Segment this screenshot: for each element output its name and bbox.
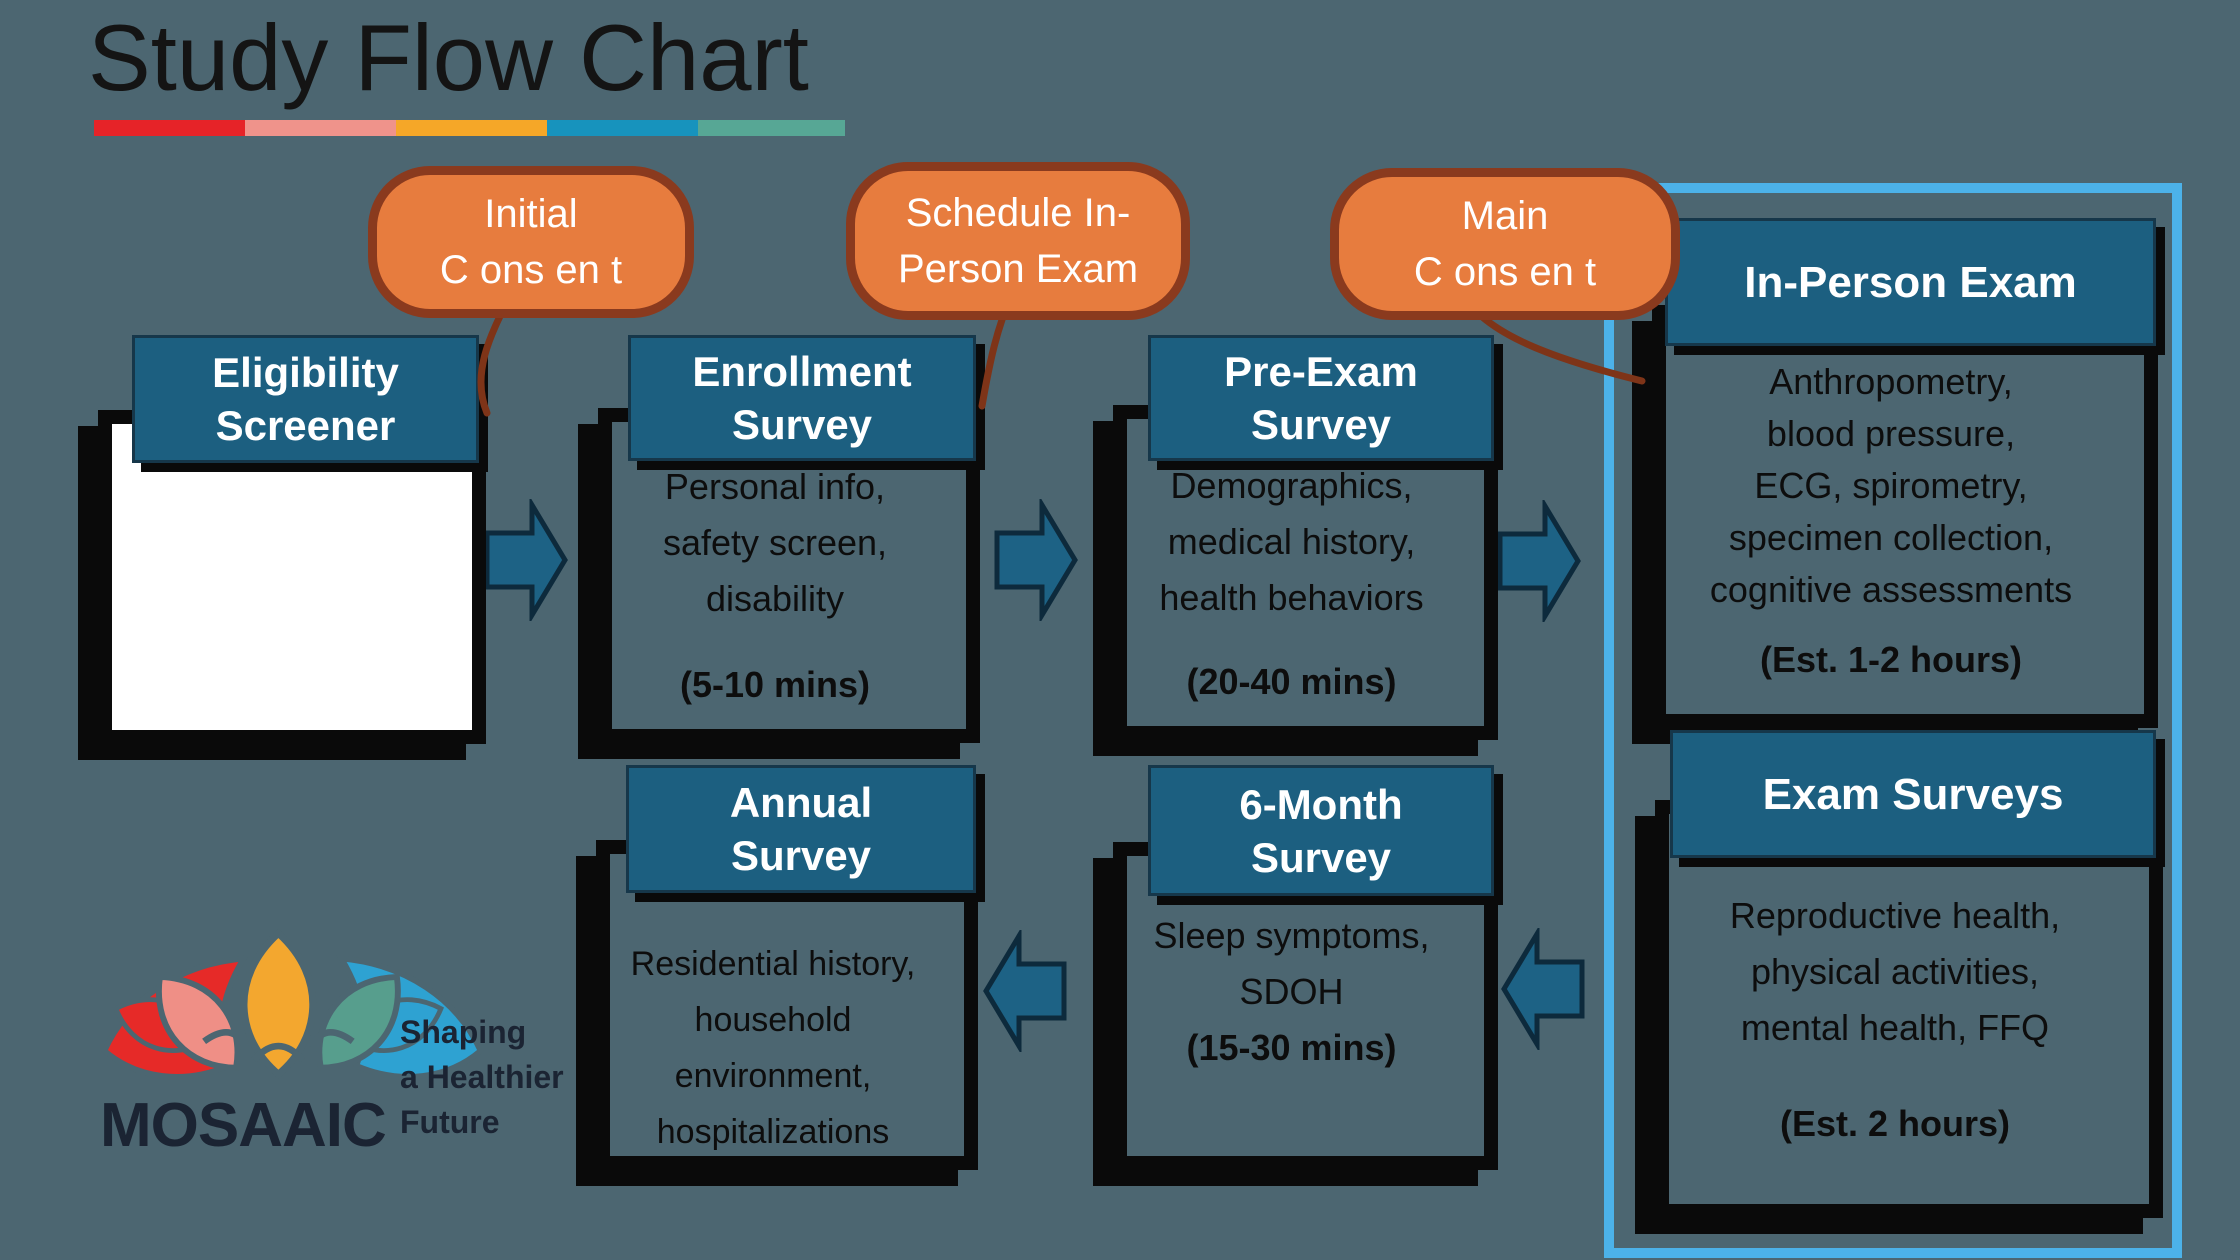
arrow-left-shape bbox=[983, 930, 1067, 1052]
bubble-line: Main bbox=[1461, 194, 1549, 238]
exam-visit-group-border bbox=[1604, 183, 2182, 1258]
node-content-in-person-exam: Anthropometry, blood pressure, ECG, spir… bbox=[1652, 345, 2130, 697]
duration-label: (Est. 1-2 hours) bbox=[1759, 639, 2023, 680]
node-content-annual: Residential history, household environme… bbox=[596, 890, 950, 1186]
duration-label: (20-40 mins) bbox=[1186, 661, 1397, 702]
arrow-left-shape bbox=[1501, 928, 1585, 1050]
header-line: Survey bbox=[730, 832, 872, 879]
flow-node-annual-survey: Annual Survey bbox=[626, 765, 976, 893]
logo-tagline-line: Future bbox=[400, 1104, 500, 1140]
body-line: Anthropometry, bbox=[1769, 361, 2013, 402]
header-line: Eligibility bbox=[212, 349, 399, 396]
header-line: Enrollment bbox=[692, 348, 912, 395]
logo-tagline-line: Shaping bbox=[400, 1014, 527, 1050]
speech-bubble-schedule-exam: Schedule In- Person Exam bbox=[846, 162, 1190, 320]
body-line: health behaviors bbox=[1159, 577, 1424, 618]
flow-node-six-month-survey: 6-Month Survey bbox=[1148, 765, 1494, 896]
lotus-notch bbox=[202, 1029, 249, 1049]
title-underline-segment-orange bbox=[396, 120, 547, 136]
body-line: household bbox=[694, 1001, 852, 1039]
title-underline-segment-red bbox=[94, 120, 245, 136]
title-underline-segment-teal bbox=[698, 120, 845, 136]
header-line: In-Person Exam bbox=[1744, 257, 2077, 307]
body-line: environment, bbox=[674, 1057, 872, 1095]
body-line: Sleep symptoms, bbox=[1153, 915, 1430, 956]
duration-label: (5-10 mins) bbox=[679, 664, 871, 705]
header-line: Annual bbox=[729, 779, 873, 826]
body-line: SDOH bbox=[1239, 971, 1344, 1012]
lotus-notch bbox=[251, 1042, 306, 1063]
bubble-line: C ons en t bbox=[439, 248, 623, 292]
header-line: Survey bbox=[731, 401, 873, 448]
flow-node-in-person-exam: In-Person Exam bbox=[1665, 218, 2156, 346]
lotus-petal-salmon bbox=[155, 973, 241, 1071]
bubble-line: Person Exam bbox=[897, 247, 1139, 291]
flow-node-enrollment-survey: Enrollment Survey bbox=[628, 335, 976, 461]
lotus-petal-orange bbox=[240, 928, 317, 1079]
arrow-right-icon bbox=[484, 499, 568, 621]
node-content-exam-surveys: Reproductive health, physical activities… bbox=[1655, 855, 2135, 1185]
flow-node-exam-surveys: Exam Surveys bbox=[1670, 730, 2156, 858]
body-line: safety screen, bbox=[662, 522, 888, 563]
arrow-left-icon bbox=[1501, 928, 1585, 1050]
body-line: disability bbox=[705, 578, 845, 619]
body-line: hospitalizations bbox=[656, 1113, 890, 1151]
lotus-flower-icon bbox=[100, 928, 485, 1080]
arrow-right-shape bbox=[484, 499, 568, 621]
duration-label: (Est. 2 hours) bbox=[1779, 1103, 2011, 1144]
flow-node-eligibility-screener: Eligibility Screener bbox=[132, 335, 479, 463]
body-line: medical history, bbox=[1167, 521, 1416, 562]
bubble-line: C ons en t bbox=[1413, 250, 1597, 294]
speech-bubble-main-consent: Main C ons en t bbox=[1330, 168, 1680, 320]
body-line: Reproductive health, bbox=[1729, 895, 2061, 936]
lotus-notch bbox=[308, 1029, 355, 1049]
speech-bubble-initial-consent: Initial C ons en t bbox=[368, 166, 694, 318]
body-line: Demographics, bbox=[1170, 465, 1413, 506]
body-line: ECG, spirometry, bbox=[1754, 465, 2028, 506]
node-content-pre-exam: Demographics, medical history, health be… bbox=[1113, 458, 1470, 710]
duration-label: (15-30 mins) bbox=[1186, 1027, 1397, 1068]
body-line: specimen collection, bbox=[1728, 517, 2054, 558]
logo-tagline-line: a Healthier bbox=[400, 1059, 564, 1095]
logo-wordmark: MOSAAIC bbox=[100, 1091, 387, 1160]
title-underline-segment-blue bbox=[547, 120, 698, 136]
bubble-line: Schedule In- bbox=[905, 191, 1131, 235]
header-line: Survey bbox=[1250, 401, 1392, 448]
header-line: Exam Surveys bbox=[1762, 769, 2064, 819]
body-line: physical activities, bbox=[1750, 951, 2040, 992]
node-content-enrollment: Personal info, safety screen, disability… bbox=[598, 458, 952, 714]
title-underline-segment-salmon bbox=[245, 120, 396, 136]
arrow-right-icon bbox=[1497, 500, 1581, 622]
body-line: Personal info, bbox=[664, 466, 886, 507]
lotus-petal-teal bbox=[316, 973, 401, 1071]
arrow-left-icon bbox=[983, 930, 1067, 1052]
header-line: Screener bbox=[215, 402, 396, 449]
body-line: Residential history, bbox=[630, 945, 916, 983]
body-line: mental health, FFQ bbox=[1740, 1007, 2050, 1048]
body-line: cognitive assessments bbox=[1709, 569, 2073, 610]
flow-node-pre-exam-survey: Pre-Exam Survey bbox=[1148, 335, 1494, 461]
arrow-right-shape bbox=[1497, 500, 1581, 622]
node-content-six-month: Sleep symptoms, SDOH (15-30 mins) bbox=[1113, 892, 1470, 1156]
bubble-line: Initial bbox=[484, 192, 578, 236]
header-line: Pre-Exam bbox=[1224, 348, 1418, 395]
page-title: Study Flow Chart bbox=[88, 5, 809, 110]
arrow-right-shape bbox=[994, 499, 1078, 621]
body-line: blood pressure, bbox=[1766, 413, 2016, 454]
arrow-right-icon bbox=[994, 499, 1078, 621]
header-line: 6-Month bbox=[1239, 780, 1403, 828]
header-line: Survey bbox=[1250, 833, 1392, 881]
